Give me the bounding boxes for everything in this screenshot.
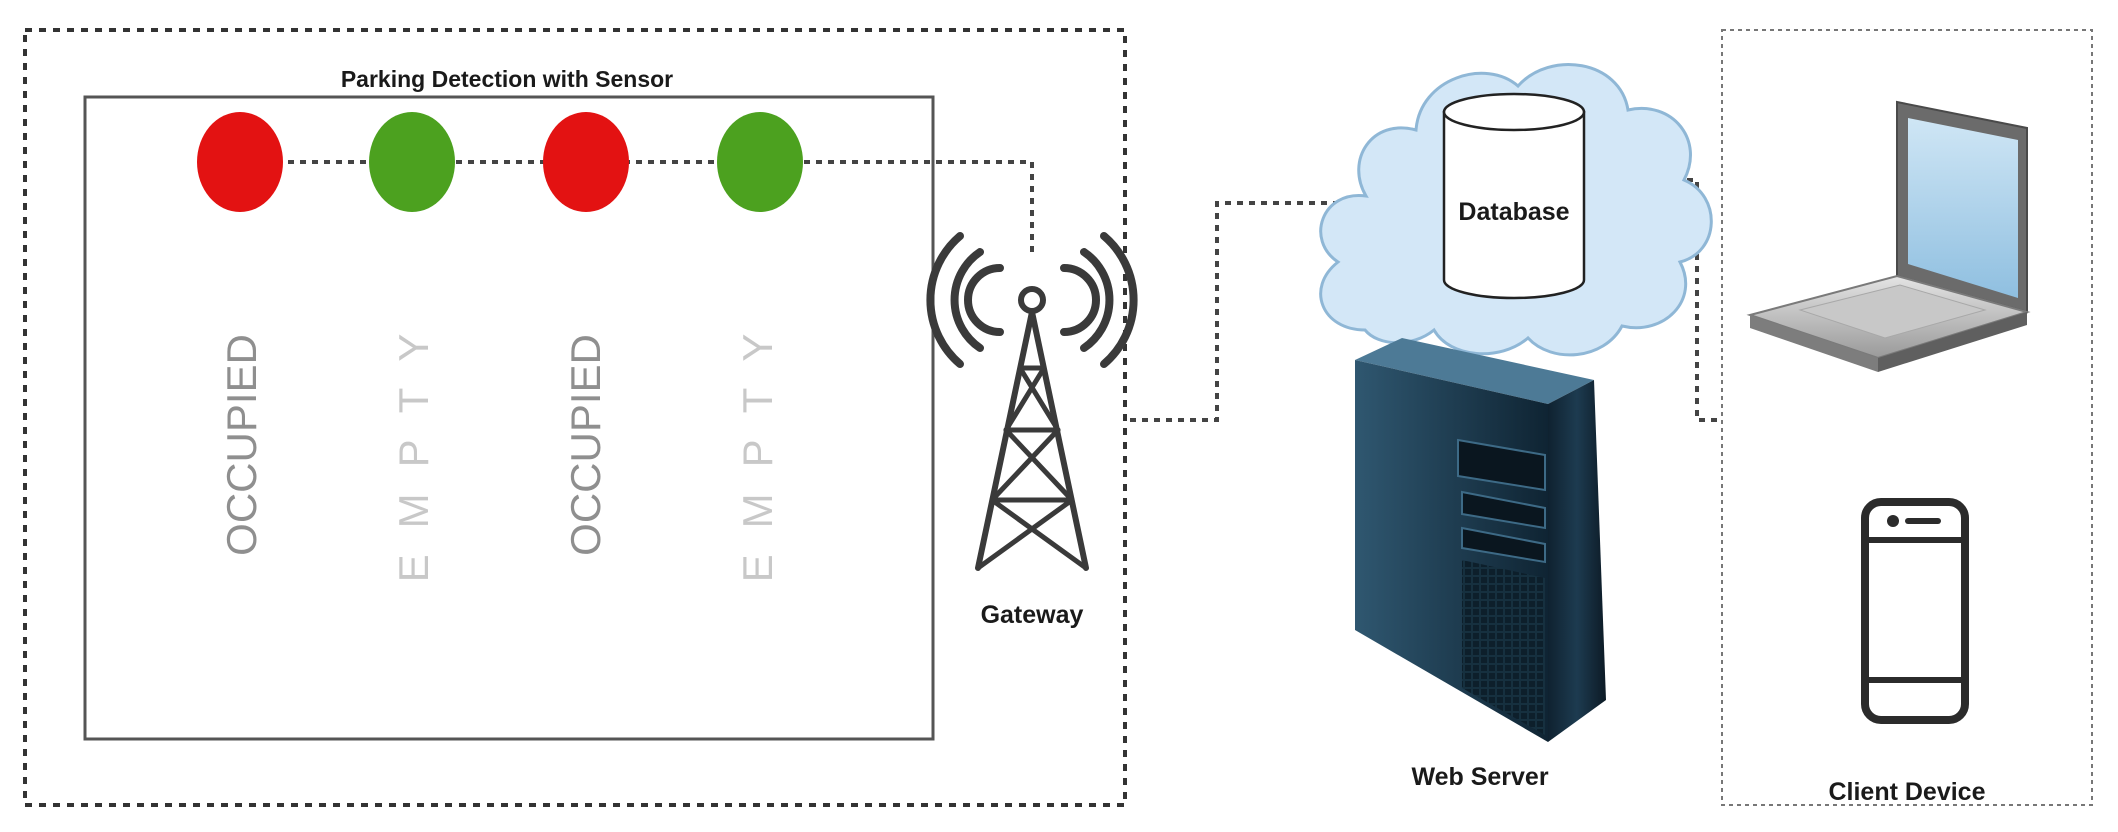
gateway-to-cloud-link bbox=[1130, 201, 1352, 422]
sensor-to-gateway-link bbox=[240, 160, 1034, 255]
sensor-4-empty bbox=[717, 112, 803, 212]
slot-4-status: EMPTY bbox=[734, 308, 781, 583]
antenna-tower-icon bbox=[926, 232, 1138, 571]
iot-zone-border bbox=[23, 28, 1127, 807]
sensor-1-occupied bbox=[197, 112, 283, 212]
laptop-icon bbox=[1746, 100, 2031, 372]
sensor-2-empty bbox=[369, 112, 455, 212]
slot-2-status: EMPTY bbox=[390, 308, 437, 583]
sensor-3-occupied bbox=[543, 112, 629, 212]
parking-area-title: Parking Detection with Sensor bbox=[341, 66, 673, 92]
server-tower-icon bbox=[1355, 338, 1606, 742]
webserver-label: Web Server bbox=[1411, 763, 1548, 791]
client-device-label: Client Device bbox=[1828, 778, 1985, 806]
slot-1-status: OCCUPIED bbox=[218, 334, 265, 556]
slot-3-status: OCCUPIED bbox=[562, 334, 609, 556]
database-label: Database bbox=[1458, 198, 1569, 226]
database-cylinder-icon bbox=[1442, 92, 1586, 300]
gateway-label: Gateway bbox=[981, 601, 1084, 629]
client-zone-border bbox=[1721, 29, 2093, 806]
smartphone-icon bbox=[1861, 498, 1969, 724]
